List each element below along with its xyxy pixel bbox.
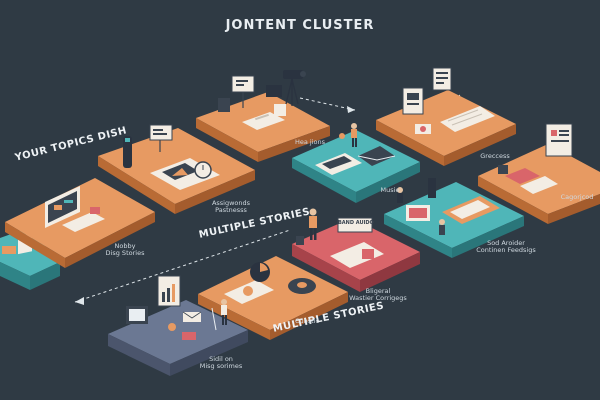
page-title: JONTENT CLUSTER [225, 18, 375, 33]
document-stack [242, 112, 285, 130]
envelope-icon-2 [183, 312, 201, 322]
tile-red [292, 208, 420, 292]
person-icon [351, 123, 357, 129]
tile-bottom-center [198, 256, 348, 340]
info-card [330, 242, 384, 268]
tile-top-center [196, 70, 330, 162]
keyboard-card [62, 212, 105, 232]
caption-tile-mid: Musie [380, 186, 400, 194]
tile-top-right [376, 67, 516, 166]
tile-teal-right [384, 178, 524, 258]
poster-board-icon [402, 87, 424, 115]
speaker-icon [123, 136, 132, 168]
badge-icon [339, 133, 345, 139]
caption-tile-red: Bligeral Wastier Corrigegs [349, 287, 407, 303]
tile-your-topics [5, 178, 155, 268]
presenter-icon [309, 208, 317, 216]
tile-assignments [98, 124, 255, 214]
caption-tile-right-small: Greccess [480, 152, 510, 160]
person-icon-4 [221, 299, 227, 305]
note-card [274, 104, 286, 116]
small-monitor-icon [218, 98, 230, 112]
connector-left-diagonal [74, 229, 291, 303]
tile-mid-teal [292, 123, 420, 203]
red-card-icon [90, 207, 100, 214]
sign-board-icon [149, 124, 173, 141]
caption-tile-bottom-left: Sidil on Misg sorimes [199, 355, 243, 371]
podium-icon [296, 236, 304, 245]
red-tag [182, 332, 196, 340]
band-audio-sign-text: BAND AUIDO [338, 220, 374, 226]
caption-tile-center-left: Assigwonds Pastnesss [211, 199, 251, 215]
connector-arrowhead-left [75, 297, 84, 305]
coin-icon [168, 323, 176, 331]
caption-tile-mid-teal: Hea jions [294, 138, 326, 146]
caption-tile-teal-right: Sod Aroider Continen Feedsigs [476, 239, 536, 255]
device-icon [498, 165, 508, 174]
band-audio-sign [337, 217, 373, 233]
tile-bottom-left [108, 275, 248, 376]
connector-arrowhead [347, 106, 355, 113]
caption-tile-left: Nobby Disg Stories [105, 242, 145, 258]
note-pad [520, 176, 558, 194]
tile-far-right [478, 123, 600, 224]
tablet-icon [266, 85, 282, 97]
person-icon-3 [439, 219, 445, 225]
envelope-icon [358, 146, 395, 166]
connector-top [299, 97, 356, 111]
stand-icon [428, 178, 436, 198]
red-cup-icon [505, 168, 540, 184]
person-icon-2 [397, 187, 403, 193]
caption-tile-bottom-center: Cunstic [294, 317, 320, 325]
camera-icon [283, 70, 303, 79]
chart-card-icon [2, 246, 16, 254]
caption-tile-right: Cagorjcod [560, 193, 594, 201]
